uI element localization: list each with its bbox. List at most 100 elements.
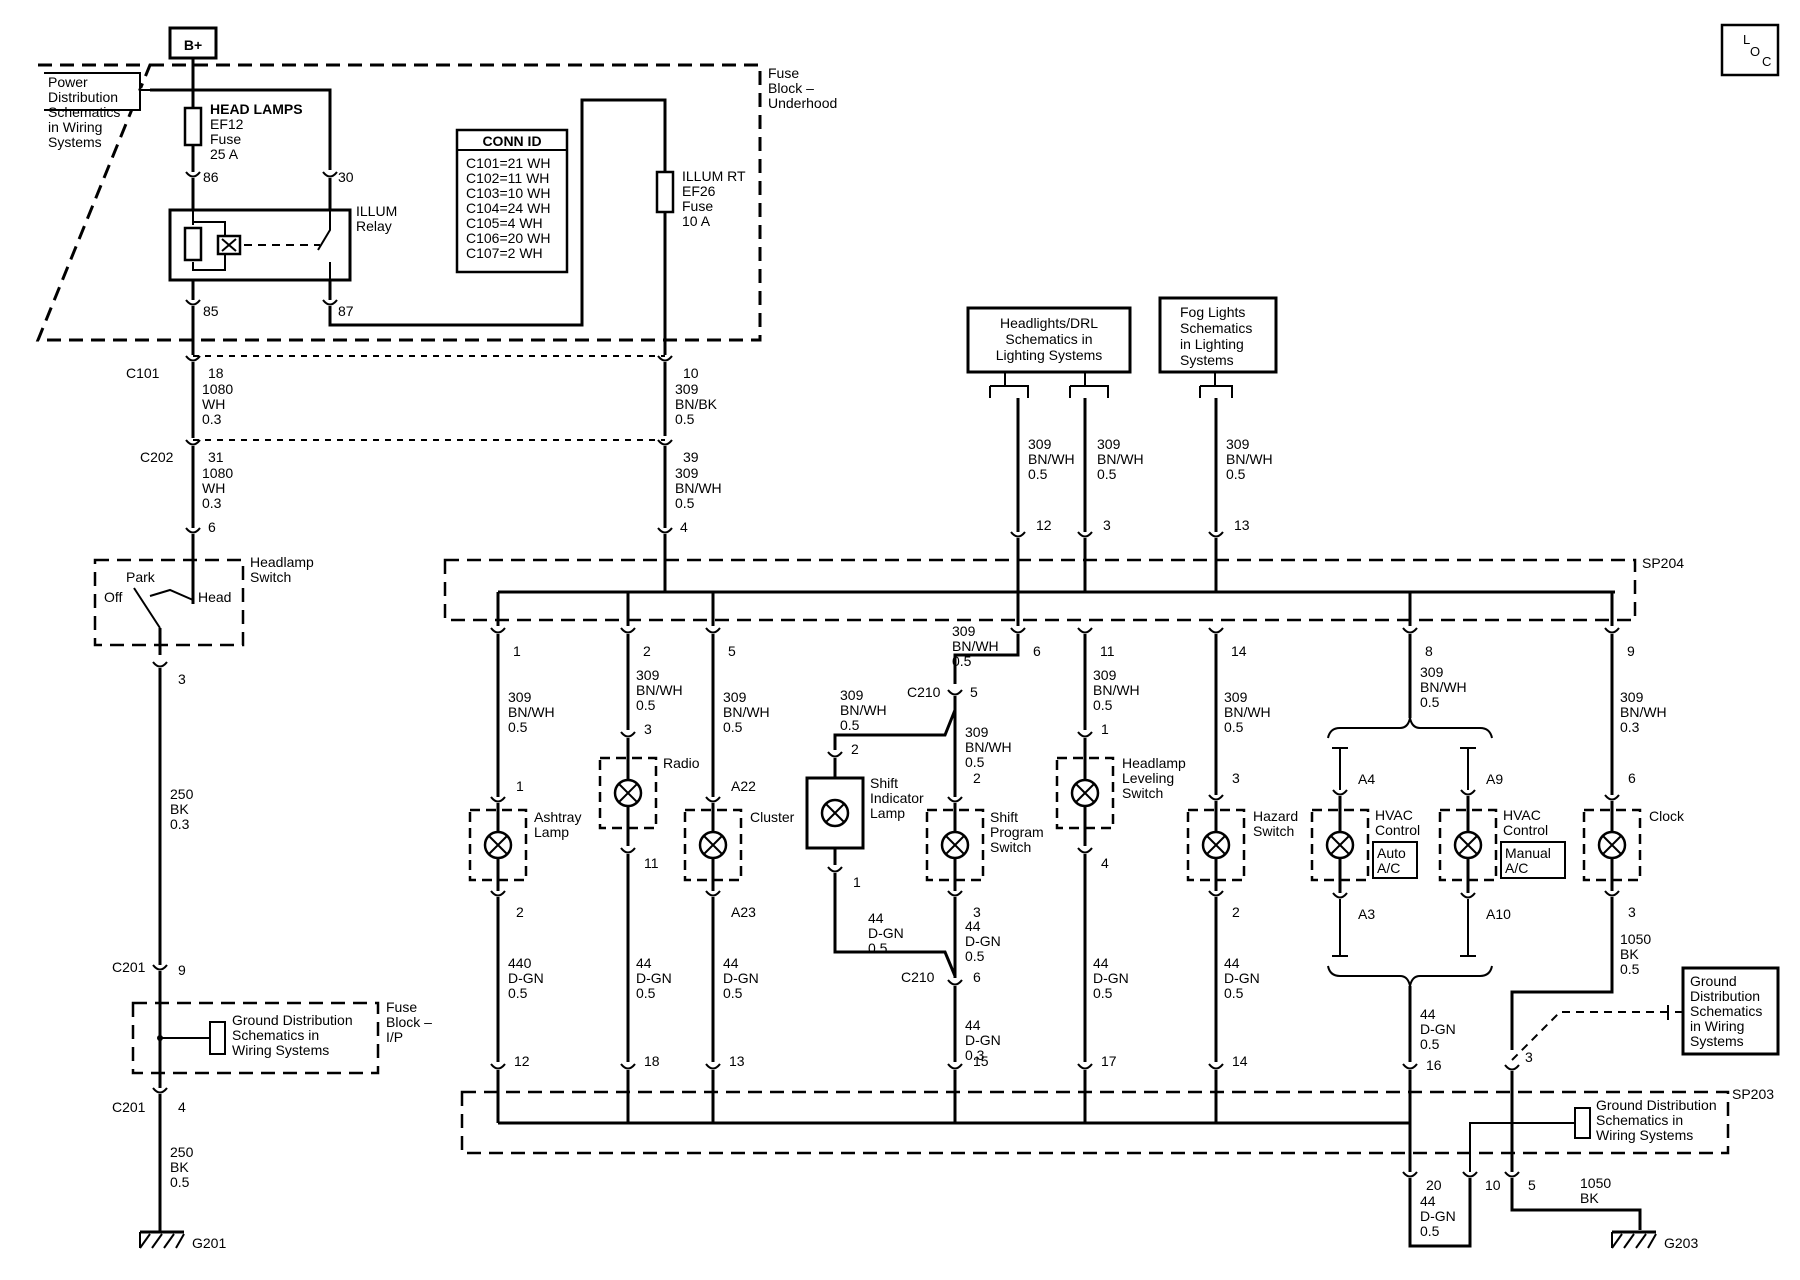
sp204-splice-block: SP204 [443, 534, 1684, 622]
svg-text:Block –: Block – [386, 1014, 432, 1030]
wire-label: 0.5 [723, 719, 743, 735]
svg-text:O: O [1750, 44, 1760, 59]
wire-label: 0.5 [508, 719, 528, 735]
svg-text:ILLUM: ILLUM [356, 203, 397, 219]
wire-label: D-GN [636, 970, 672, 986]
load-name: Switch [1122, 785, 1163, 801]
wire-label: 44 [1224, 955, 1240, 971]
svg-text:Headlights/DRL: Headlights/DRL [1000, 315, 1098, 331]
headlights-drl-reference: Headlights/DRL Schematics in Lighting Sy… [966, 306, 1144, 592]
wire-label: BN/WH [1224, 704, 1271, 720]
svg-text:Ground Distribution: Ground Distribution [232, 1012, 353, 1028]
pin-in: 1 [1101, 721, 1109, 737]
wire-label: 44 [723, 955, 739, 971]
battery-label: B+ [184, 37, 202, 53]
svg-text:Park: Park [126, 569, 156, 585]
wire-label: 309 [1093, 667, 1117, 683]
wire-label: 309 [840, 687, 864, 703]
svg-text:4: 4 [680, 519, 688, 535]
svg-text:0.5: 0.5 [675, 411, 695, 427]
load-name: Hazard [1253, 808, 1298, 824]
svg-text:Schematics in: Schematics in [1596, 1112, 1683, 1128]
wire-label: 440 [508, 955, 532, 971]
svg-text:Ground: Ground [1690, 973, 1737, 989]
svg-text:3: 3 [1103, 517, 1111, 533]
svg-text:0.5: 0.5 [170, 1174, 190, 1190]
fuse-ef26: ILLUM RT EF26 Fuse 10 A [655, 168, 746, 355]
loc-icon: L O C [1720, 23, 1780, 77]
svg-text:309: 309 [675, 465, 699, 481]
svg-text:Fog Lights: Fog Lights [1180, 304, 1245, 320]
svg-text:10: 10 [1485, 1177, 1501, 1193]
svg-text:BN/BK: BN/BK [675, 396, 718, 412]
svg-text:C101=21 WH: C101=21 WH [466, 155, 550, 171]
wire-label: D-GN [508, 970, 544, 986]
pin-out: 11 [644, 855, 659, 871]
load-name: Headlamp [1122, 755, 1186, 771]
svg-text:BN/WH: BN/WH [1028, 451, 1075, 467]
fuse-ef12: HEAD LAMPS EF12 Fuse 25 A [183, 90, 303, 172]
svg-text:Relay: Relay [356, 218, 392, 234]
pin-out: 2 [1232, 904, 1240, 920]
svg-text:BN/WH: BN/WH [1226, 451, 1273, 467]
pin-out: A10 [1486, 906, 1511, 922]
svg-text:ILLUM RT: ILLUM RT [682, 168, 746, 184]
ground-right: Ground Distribution Schematics in Wiring… [1402, 966, 1780, 1251]
svg-text:Off: Off [104, 589, 123, 605]
sp203-splice-block: SP203 [460, 1086, 1774, 1155]
sp203-pin: 18 [644, 1053, 660, 1069]
variant-label: Auto [1377, 845, 1406, 861]
sp204-pin: 9 [1627, 643, 1635, 659]
pin-out: A3 [1358, 906, 1375, 922]
svg-text:0.3: 0.3 [170, 816, 190, 832]
pin-in: 1 [516, 778, 524, 794]
variant-label: A/C [1377, 860, 1400, 876]
sp204-pin: 5 [728, 643, 736, 659]
wire-label: 44 [868, 910, 884, 926]
svg-text:44: 44 [1420, 1193, 1436, 1209]
svg-text:13: 13 [1234, 517, 1250, 533]
load-name: Control [1503, 822, 1548, 838]
sp203-pin: 17 [1101, 1053, 1117, 1069]
sp204-pin: 6 [1033, 643, 1041, 659]
pin-in: A4 [1358, 771, 1375, 787]
wire-label: BN/WH [508, 704, 555, 720]
svg-text:BK: BK [170, 1159, 189, 1175]
svg-text:3: 3 [1525, 1049, 1533, 1065]
wire-label: 0.5 [965, 948, 985, 964]
svg-text:0.3: 0.3 [202, 495, 222, 511]
wire-label: 0.5 [952, 653, 972, 669]
svg-text:4: 4 [178, 1099, 186, 1115]
svg-text:WH: WH [202, 396, 225, 412]
svg-text:3: 3 [178, 671, 186, 687]
load-name: Clock [1649, 808, 1685, 824]
svg-text:0.5: 0.5 [675, 495, 695, 511]
wire-label: 44 [965, 1017, 981, 1033]
wire-label: 309 [636, 667, 660, 683]
svg-text:CONN ID: CONN ID [482, 133, 541, 149]
svg-text:1080: 1080 [202, 465, 233, 481]
wire-label: 0.3 [965, 1047, 985, 1063]
svg-text:0.5: 0.5 [1226, 466, 1246, 482]
svg-text:Block –: Block – [768, 80, 814, 96]
sp204-pin: 2 [643, 643, 651, 659]
svg-text:Fuse: Fuse [386, 999, 417, 1015]
svg-text:12: 12 [1036, 517, 1052, 533]
load-name: Lamp [870, 805, 905, 821]
pin: 6 [973, 969, 981, 985]
pin-out: 4 [1101, 855, 1109, 871]
wire-label: 309 [1420, 664, 1444, 680]
sp204-pin: 11 [1100, 643, 1115, 659]
svg-text:Schematics in: Schematics in [1005, 331, 1092, 347]
wire-label: 0.5 [1093, 697, 1113, 713]
headlamp-switch: 6 4 Headlamp Switch Park Off Head 3 250 … [93, 519, 688, 965]
wire-label: 309 [723, 689, 747, 705]
sp203-pin: 12 [514, 1053, 530, 1069]
svg-text:BN/WH: BN/WH [1097, 451, 1144, 467]
svg-text:Wiring Systems: Wiring Systems [1596, 1127, 1693, 1143]
sp204-pin: 1 [513, 643, 521, 659]
svg-text:309: 309 [1097, 436, 1121, 452]
relay-pin-85: 85 [203, 303, 219, 319]
svg-text:250: 250 [170, 1144, 194, 1160]
